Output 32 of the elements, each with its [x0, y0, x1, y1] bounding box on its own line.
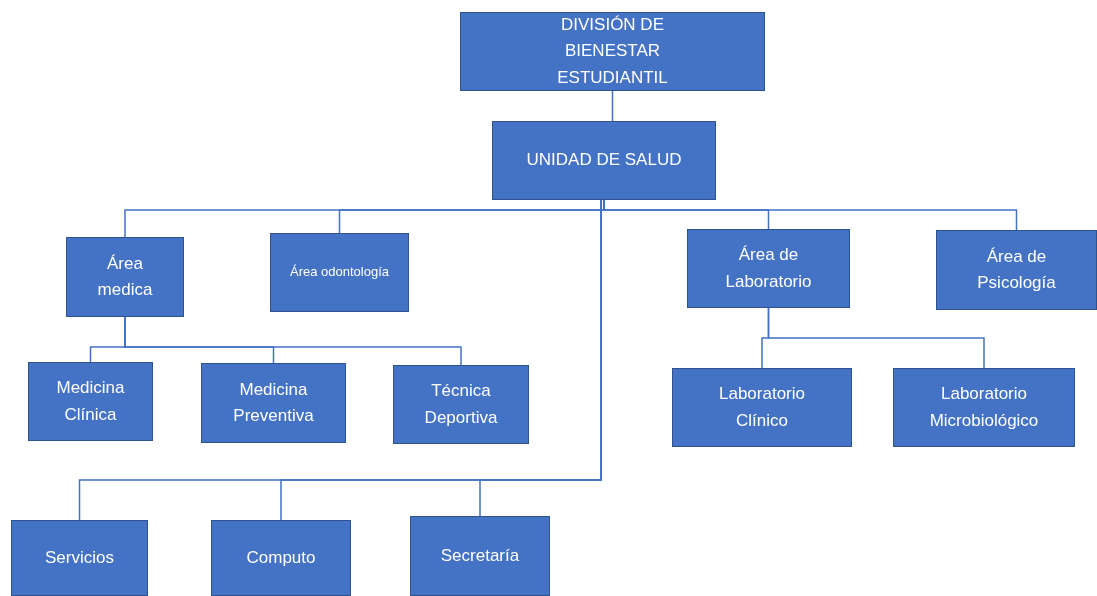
box-label: Laboratorio Microbiológico: [928, 383, 1040, 432]
connector-line: [611, 90, 614, 122]
org-box: [11, 520, 148, 596]
box-label: Área de Laboratorio: [724, 244, 813, 293]
box-label: Computo: [246, 546, 316, 569]
org-box: [460, 12, 765, 91]
org-box: [66, 237, 184, 317]
box-label: Área odontología: [290, 263, 389, 282]
box-label: Secretaría: [440, 544, 520, 567]
org-box: [393, 365, 529, 444]
box-label: Servicios: [45, 546, 114, 569]
org-box: [211, 520, 351, 596]
box-label: Laboratorio Clínico: [718, 383, 806, 432]
box-label: Área medica: [96, 252, 154, 301]
box-label: Técnica Deportiva: [423, 380, 499, 429]
org-box: [28, 362, 153, 441]
connector-line: [479, 199, 602, 517]
org-box: [201, 363, 346, 443]
box-label: UNIDAD DE SALUD: [526, 149, 682, 172]
box-label: Área de Psicología: [976, 245, 1057, 294]
connector-line: [124, 316, 462, 366]
org-box: [410, 516, 550, 596]
box-label: DIVISIÓN DE BIENESTAR ESTUDIANTIL: [556, 14, 669, 89]
org-box: [936, 230, 1097, 310]
box-label: Medicina Clínica: [55, 377, 126, 426]
org-box: [270, 233, 409, 312]
org-box: [672, 368, 852, 447]
box-label: Medicina Preventiva: [232, 378, 315, 427]
org-box: [492, 121, 716, 200]
connector-line: [767, 307, 985, 369]
org-box: [893, 368, 1075, 447]
org-box: [687, 229, 850, 308]
